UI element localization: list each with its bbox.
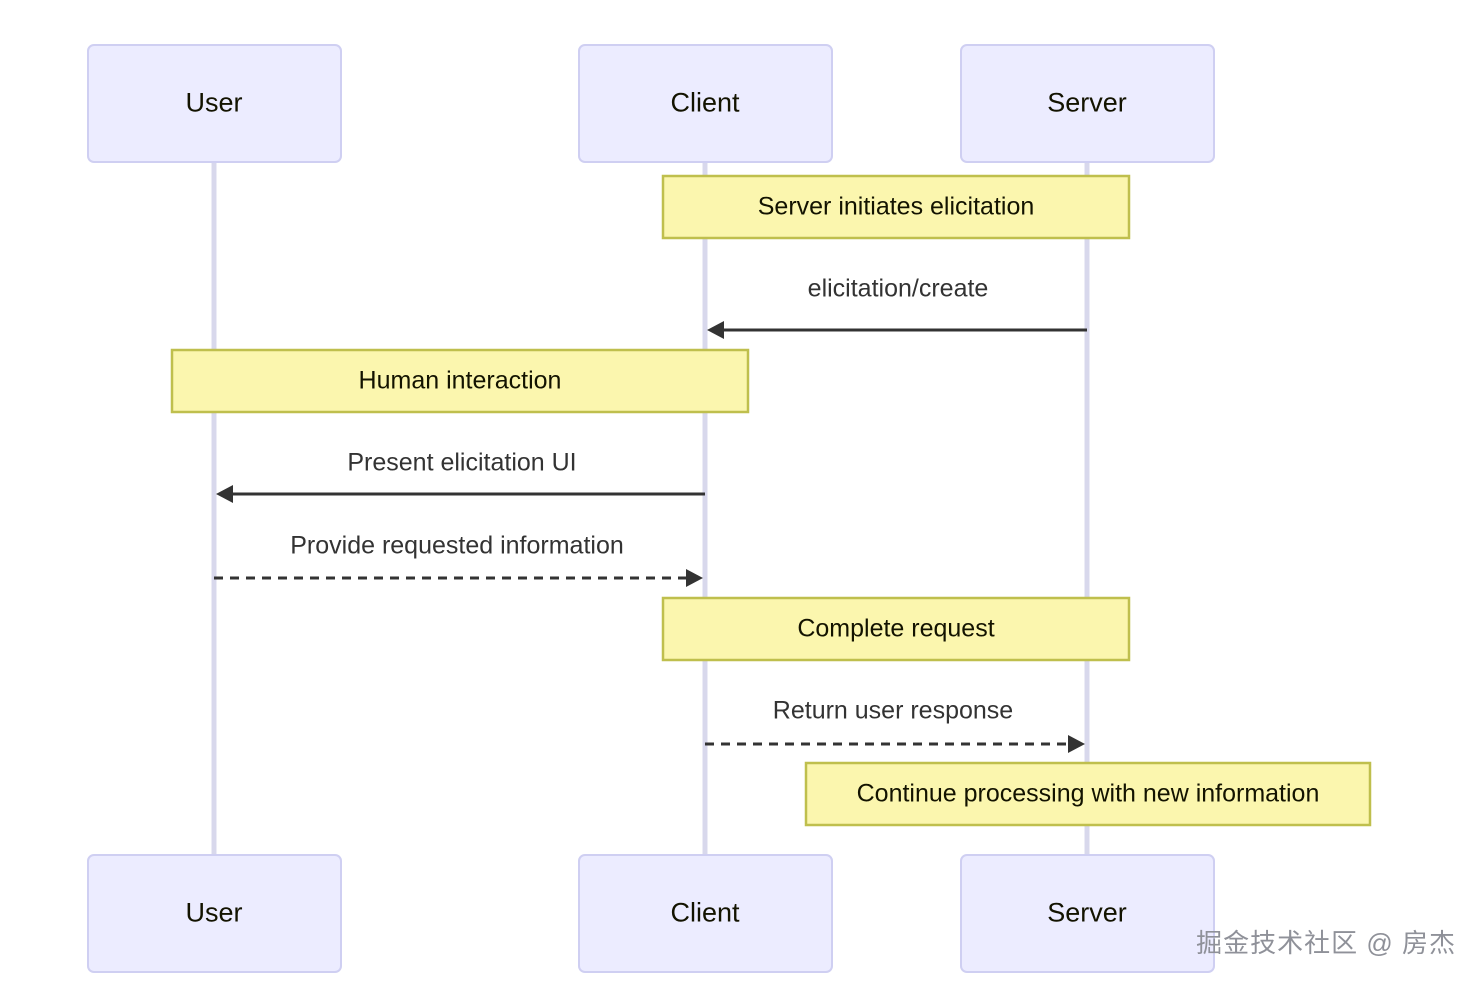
watermark-text: 掘金技术社区 @ 房杰 <box>1196 928 1456 958</box>
note-complete-request-label: Complete request <box>797 615 994 643</box>
msg-provide-requested-information-arrowhead-icon <box>686 569 703 587</box>
participant-boxes-bottom: User Client Server <box>87 854 1215 973</box>
participant-boxes-top: User Client Server <box>87 44 1215 163</box>
participant-box-user-top[interactable] <box>87 44 342 163</box>
msg-present-elicitation-ui-arrowhead-icon <box>216 485 233 503</box>
participant-label-server-bottom: Server <box>1047 898 1127 928</box>
lifeline-group <box>211 162 1090 858</box>
participant-label-user-bottom: User <box>185 898 242 928</box>
msg-provide-requested-information-label: Provide requested information <box>290 532 624 560</box>
msg-elicitation-create-arrowhead-icon <box>707 321 724 339</box>
note-human-interaction-label: Human interaction <box>359 367 562 395</box>
msg-return-user-response-label: Return user response <box>773 697 1013 725</box>
msg-return-user-response-arrowhead-icon <box>1068 735 1085 753</box>
note-human-interaction-box[interactable] <box>170 348 750 414</box>
participant-label-server-top: Server <box>1047 88 1127 118</box>
msg-present-elicitation-ui-label: Present elicitation UI <box>347 449 576 477</box>
participant-box-client-top[interactable] <box>578 44 833 163</box>
msg-elicitation-create-label: elicitation/create <box>808 275 989 303</box>
participant-box-server-top[interactable] <box>960 44 1215 163</box>
participant-box-user-bottom[interactable] <box>87 854 342 973</box>
participant-box-server-bottom[interactable] <box>960 854 1215 973</box>
note-server-initiates-label: Server initiates elicitation <box>758 193 1035 221</box>
note-complete-request-box[interactable] <box>661 596 1131 662</box>
note-server-initiates-box[interactable] <box>661 174 1131 240</box>
note-continue-processing-box[interactable] <box>804 761 1372 827</box>
participant-label-user-top: User <box>185 88 242 118</box>
note-continue-processing-label: Continue processing with new information <box>857 780 1320 808</box>
participant-box-client-bottom[interactable] <box>578 854 833 973</box>
participant-label-client-bottom: Client <box>670 898 740 928</box>
participant-label-client-top: Client <box>670 88 740 118</box>
